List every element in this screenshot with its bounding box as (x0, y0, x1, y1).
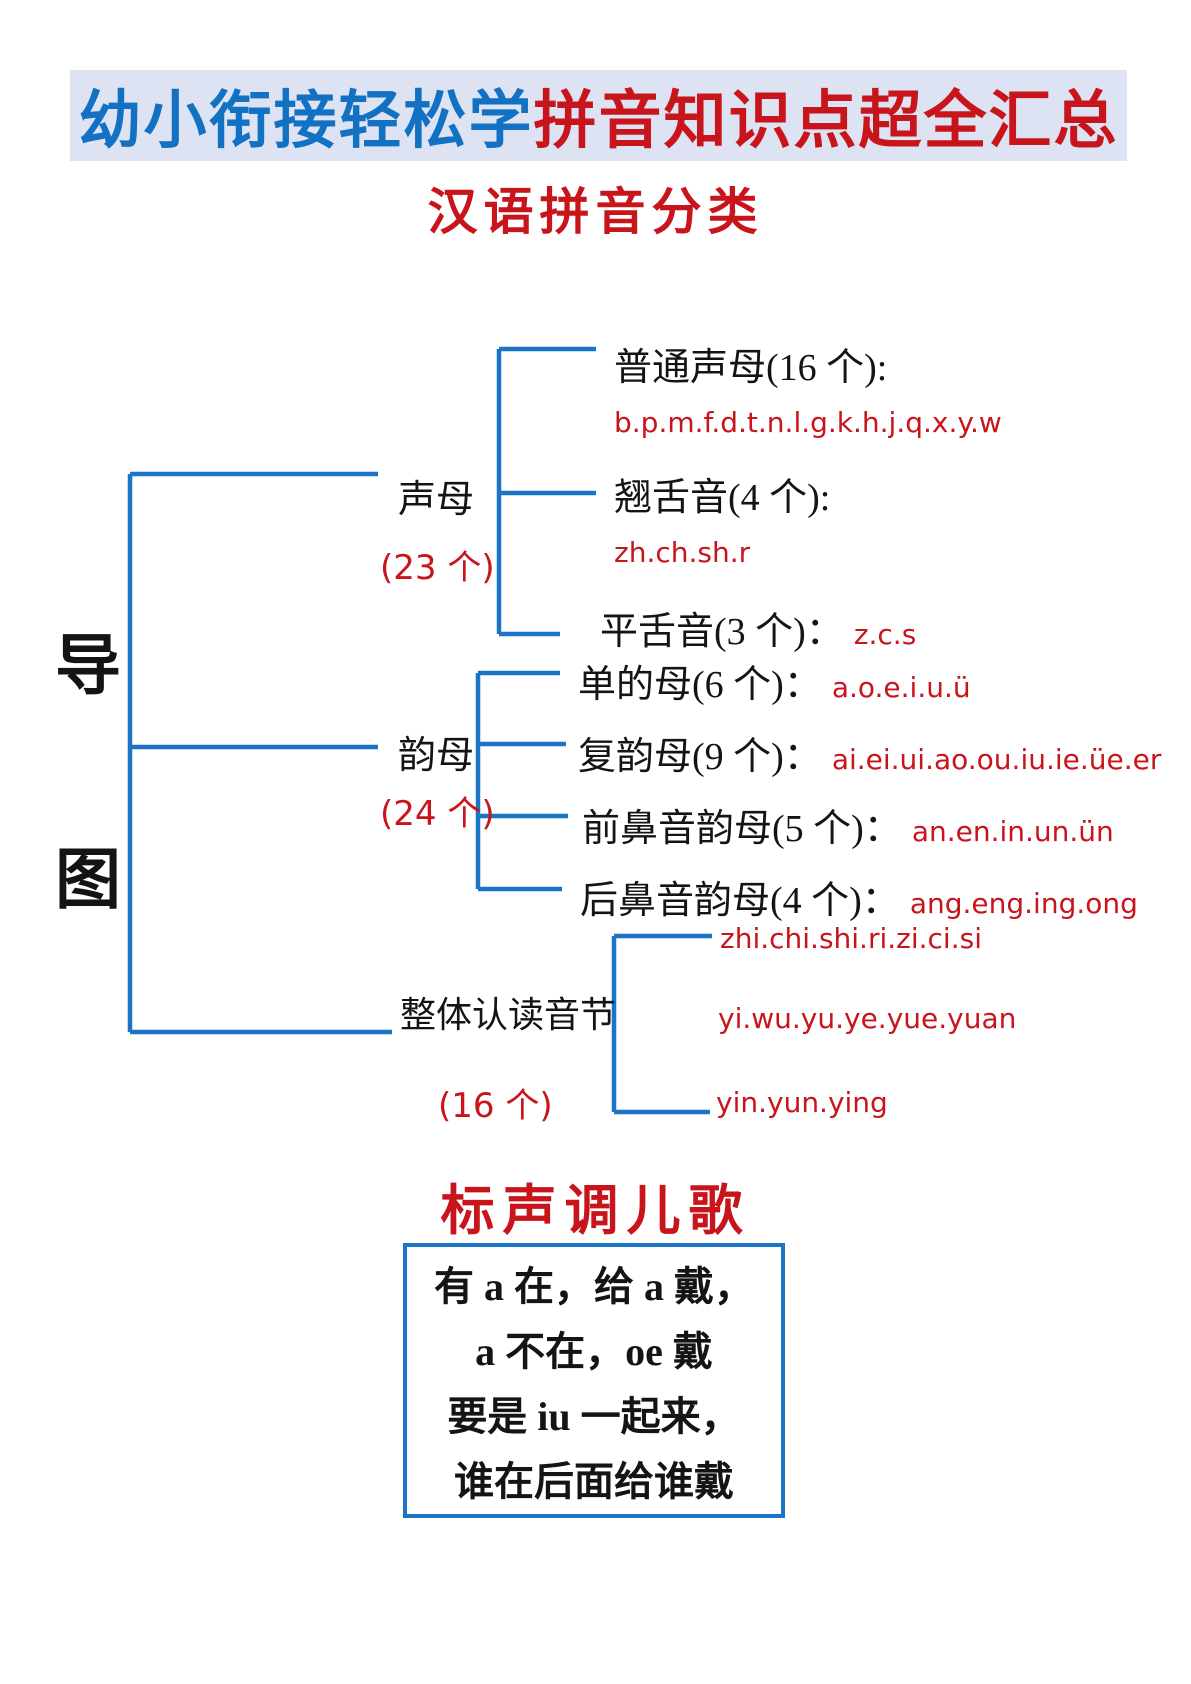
leaf-label-fuyunmu: 复韵母(9 个)： (578, 736, 822, 778)
leaf-value-fuyunmu: ai.ei.ui.ao.ou.iu.ie.üe.er (831, 743, 1162, 776)
page-subtitle: 汉语拼音分类 (427, 184, 764, 240)
leaf-value-pingsheyin: z.c.s (853, 618, 917, 651)
leaf-value-houbiyin: ang.eng.ing.ong (909, 887, 1138, 920)
leaf-label-putong-shengmu: 普通声母(16 个): (614, 347, 888, 389)
leaf-value-qiaosheyin: zh.ch.sh.r (614, 536, 751, 569)
song-line-3: 要是 iu 一起来， (447, 1394, 741, 1439)
leaf-row-qianbiyin: 前鼻音韵母(5 个)： an.en.in.un.ün (582, 797, 1114, 852)
song-line-1: 有 a 在，给 a 戴， (434, 1264, 754, 1309)
leaf-value-zhengti-2: yi.wu.yu.ye.yue.yuan (718, 1002, 1017, 1035)
leaf-row-pingsheyin: 平舌音(3 个)： z.c.s (600, 600, 916, 655)
title-banner: 幼小衔接轻松学拼音知识点超全汇总 (70, 70, 1127, 161)
leaf-row-fuyunmu: 复韵母(9 个)： ai.ei.ui.ao.ou.iu.ie.üe.er (578, 725, 1161, 780)
branch-label-zhengti: 整体认读音节 (400, 995, 617, 1035)
leaf-row-houbiyin: 后鼻音韵母(4 个)： ang.eng.ing.ong (580, 869, 1138, 924)
branch-count-shengmu: (23 个) (380, 548, 495, 588)
page-title-blue: 幼小衔接轻松学 (78, 86, 534, 156)
branch-label-shengmu: 声母 (398, 479, 475, 521)
branch-label-yunmu: 韵母 (398, 735, 475, 777)
root-char-dao: 导 (55, 630, 121, 703)
page-title-red: 拼音知识点超全汇总 (533, 86, 1119, 156)
song-title: 标声调儿歌 (440, 1181, 751, 1241)
leaf-value-putong-shengmu: b.p.m.f.d.t.n.l.g.k.h.j.q.x.y.w (614, 406, 1002, 439)
leaf-label-qiaosheyin: 翘舌音(4 个): (614, 477, 831, 519)
leaf-label-houbiyin: 后鼻音韵母(4 个)： (580, 880, 900, 922)
leaf-label-pingsheyin: 平舌音(3 个)： (600, 611, 844, 653)
root-char-tu: 图 (55, 844, 121, 917)
song-line-2: a 不在，oe 戴 (475, 1329, 713, 1374)
branch-count-yunmu: (24 个) (380, 794, 495, 834)
leaf-value-zhengti-3: yin.yun.ying (716, 1086, 888, 1119)
leaf-value-danyunmu: a.o.e.i.u.ü (831, 671, 971, 704)
leaf-value-qianbiyin: an.en.in.un.ün (911, 815, 1114, 848)
leaf-row-danyunmu: 单的母(6 个)： a.o.e.i.u.ü (578, 653, 971, 708)
song-line-4: 谁在后面给谁戴 (454, 1459, 734, 1504)
leaf-label-danyunmu: 单的母(6 个)： (578, 664, 822, 706)
leaf-label-qianbiyin: 前鼻音韵母(5 个)： (582, 808, 902, 850)
song-box: 有 a 在，给 a 戴， a 不在，oe 戴 要是 iu 一起来， 谁在后面给谁… (403, 1243, 785, 1518)
branch-count-zhengti: (16 个) (438, 1086, 553, 1126)
root-label-daotu: 导 图 (52, 612, 124, 922)
leaf-value-zhengti-1: zhi.chi.shi.ri.zi.ci.si (720, 922, 982, 955)
